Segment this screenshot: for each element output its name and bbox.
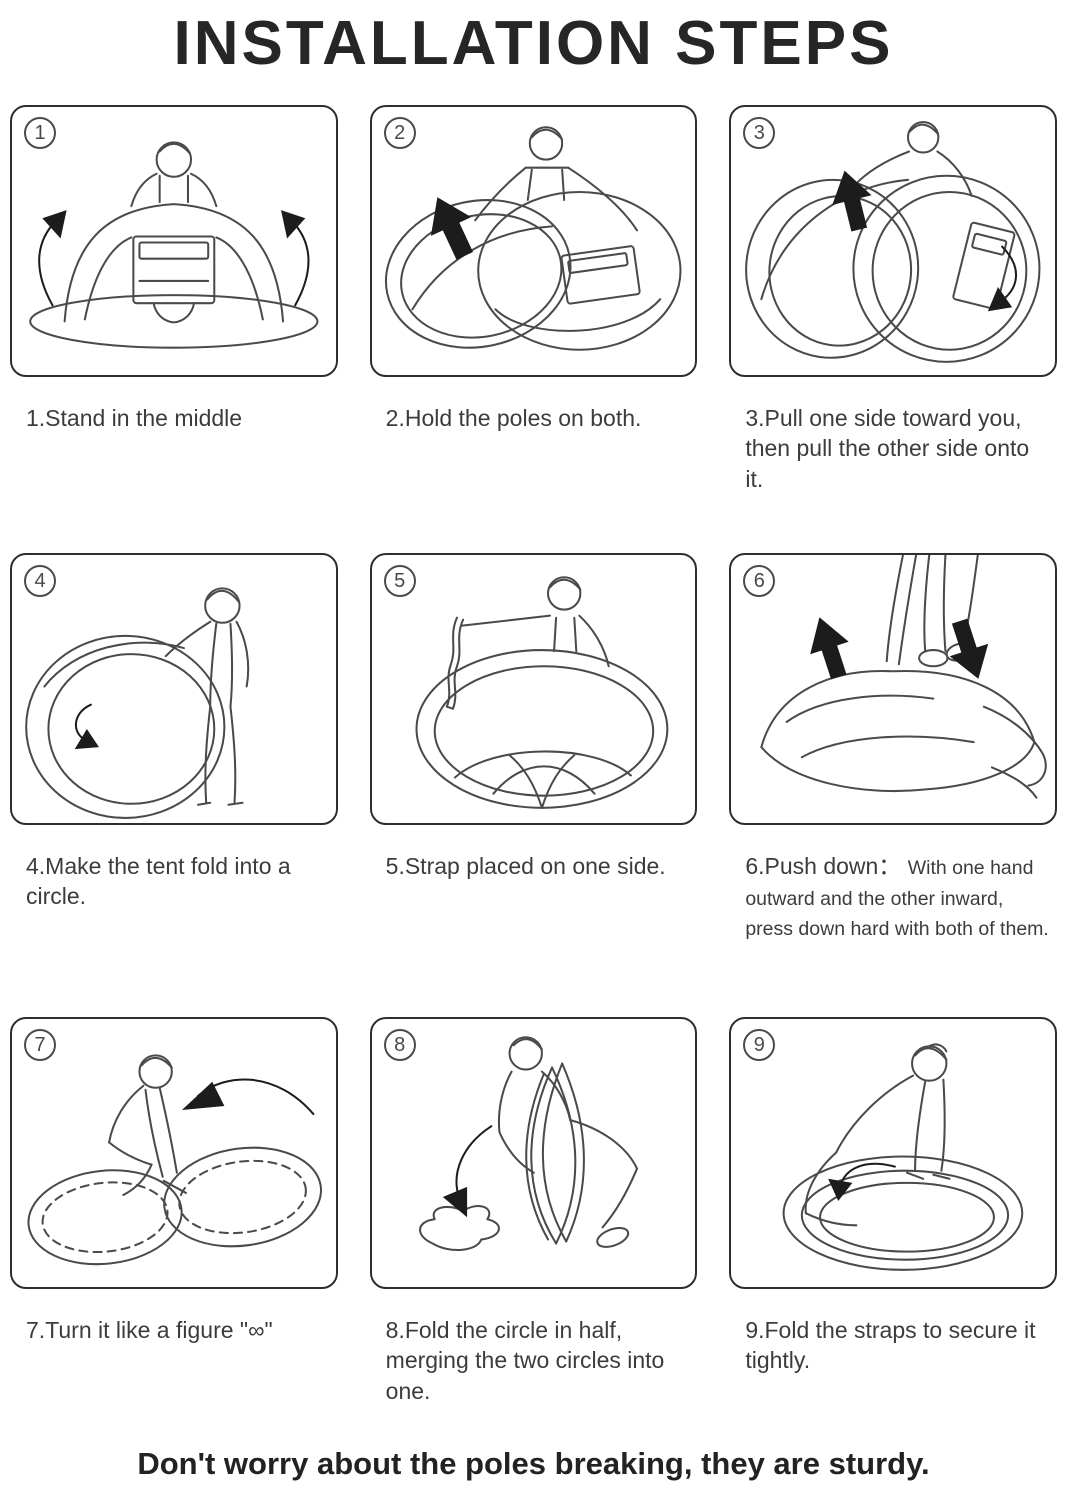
- step-number-badge: 7: [24, 1029, 56, 1061]
- footer-note: Don't worry about the poles breaking, th…: [137, 1446, 930, 1481]
- step-number: 1: [34, 121, 46, 144]
- step-caption: 9.Fold the straps to secure it tightly.: [745, 1317, 1036, 1374]
- step-caption: 8.Fold the circle in half, merging the t…: [385, 1317, 665, 1404]
- step-5-illustration: [415, 576, 668, 809]
- step-4-illustration: [25, 587, 250, 819]
- step-panel-2: 2 2.Hold the poles on both.: [369, 105, 698, 553]
- step-number: 4: [34, 569, 46, 592]
- step-9-illustration: [782, 1043, 1024, 1271]
- step-panel-6: 6 6.Push down： With one hand outward and…: [729, 553, 1057, 1017]
- step-3-frame: 3: [729, 105, 1057, 377]
- step-panel-3: 3 3.Pull one side toward you, then pull …: [729, 105, 1057, 553]
- step-number-badge: 3: [743, 117, 776, 149]
- step-caption: 1.Stand in the middle: [26, 405, 243, 431]
- step-4-frame: 4: [10, 553, 338, 825]
- step-caption: 3.Pull one side toward you, then pull th…: [745, 405, 1030, 492]
- steps-grid: 1 1.Stand in the middle: [0, 105, 1067, 1435]
- step-number: 7: [34, 1033, 46, 1056]
- step-5-frame: 5: [369, 553, 698, 825]
- step-6-illustration: [760, 555, 1048, 799]
- step-number: 9: [753, 1033, 765, 1056]
- step-1-frame: 1: [10, 105, 338, 377]
- step-number: 5: [394, 569, 406, 592]
- step-number: 3: [753, 121, 765, 144]
- step-panel-4: 4 4.Make the tent fold into a circle.: [10, 553, 338, 1017]
- step-1-illustration: [29, 141, 319, 349]
- step-3-illustration: [745, 121, 1041, 363]
- step-number-badge: 4: [24, 565, 56, 597]
- step-2-illustration: [384, 126, 682, 351]
- step-panel-8: 8 8.Fold the circle in half, merg: [369, 1017, 698, 1435]
- page-title: INSTALLATION STEPS: [173, 9, 894, 78]
- step-panel-5: 5 5.Strap placed on one side.: [369, 553, 698, 1017]
- step-8-illustration: [418, 1036, 638, 1251]
- step-caption: 6.Push down： With one hand outward and t…: [745, 851, 1053, 1017]
- step-caption: 2.Hold the poles on both.: [385, 405, 642, 431]
- step-number: 8: [394, 1033, 406, 1056]
- step-panel-9: 9 9.Fold the straps to secure it tightly…: [729, 1017, 1057, 1435]
- step-7-frame: 7: [10, 1017, 338, 1289]
- step-panel-7: 7 7.Turn it like a figure "∞": [10, 1017, 338, 1435]
- step-6-frame: 6: [729, 553, 1057, 825]
- step-number: 6: [753, 569, 765, 592]
- step-number-badge: 8: [383, 1029, 416, 1061]
- step-number-badge: 6: [743, 565, 776, 597]
- step-2-frame: 2: [369, 105, 698, 377]
- step-number-badge: 2: [383, 117, 416, 149]
- step-number-badge: 1: [24, 117, 56, 149]
- step-caption: 4.Make the tent fold into a circle.: [26, 853, 291, 910]
- step-panel-1: 1 1.Stand in the middle: [10, 105, 338, 553]
- step-number-badge: 5: [383, 565, 416, 597]
- step-caption: 7.Turn it like a figure "∞": [26, 1317, 273, 1343]
- step-caption-rest: With one hand outward and the other inwa…: [745, 857, 1049, 941]
- step-number-badge: 9: [743, 1029, 776, 1061]
- step-8-frame: 8: [369, 1017, 698, 1289]
- step-7-illustration: [27, 1054, 323, 1266]
- step-9-frame: 9: [729, 1017, 1057, 1289]
- step-number: 2: [394, 121, 406, 144]
- step-caption-lead: 6.Push down：: [745, 853, 902, 879]
- step-caption: 5.Strap placed on one side.: [385, 853, 666, 879]
